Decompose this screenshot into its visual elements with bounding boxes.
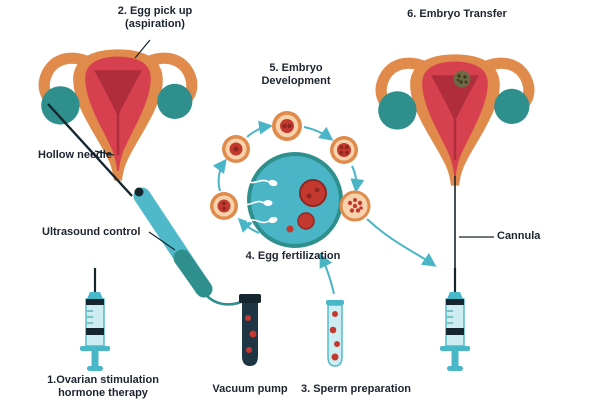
hollow-needle-icon <box>47 103 133 197</box>
flow-arrow-icon <box>212 120 437 295</box>
leader-line <box>94 39 494 251</box>
vacuum-pump-tube-icon <box>239 294 261 366</box>
ultrasound-probe-icon <box>133 187 248 306</box>
label-step5-line2: Development <box>261 75 331 87</box>
label-step5-line1: 5. Embryo <box>269 62 323 74</box>
label-step2-egg-pickup: 2. Egg pick up (aspiration) <box>118 5 193 31</box>
embryo-cell-icon <box>210 111 371 222</box>
label-step1-ovarian-stimulation: 1.Ovarian stimulation hormone therapy <box>47 374 159 400</box>
implanted-embryo-icon <box>453 70 471 88</box>
sperm-icon <box>241 179 278 224</box>
syringe-icon <box>78 266 112 373</box>
label-ultrasound-control: Ultrasound control <box>42 226 141 238</box>
egg-cell-icon <box>297 212 315 230</box>
label-hollow-needle: Hollow needle <box>38 149 112 161</box>
label-step1-line1: 1.Ovarian stimulation <box>47 374 159 386</box>
uterus-right-illustration <box>378 54 529 185</box>
label-step1-line2: hormone therapy <box>58 387 148 399</box>
label-step4-egg-fertilization: 4. Egg fertilization <box>245 250 341 262</box>
label-step5-embryo-development: 5. Embryo Development <box>261 62 330 88</box>
sperm-tube-icon <box>326 300 344 367</box>
label-vacuum-pump: Vacuum pump <box>212 383 288 395</box>
label-step6-embryo-transfer: 6. Embryo Transfer <box>407 8 507 20</box>
label-step3-sperm-preparation: 3. Sperm preparation <box>300 383 412 395</box>
syringe-icon <box>438 266 472 373</box>
label-step2-line2: (aspiration) <box>125 18 185 30</box>
label-step2-line1: 2. Egg pick up <box>117 5 193 17</box>
egg-cell-icon <box>299 179 327 207</box>
label-cannula: Cannula <box>497 230 541 242</box>
egg-fertilization-circle <box>241 152 343 248</box>
